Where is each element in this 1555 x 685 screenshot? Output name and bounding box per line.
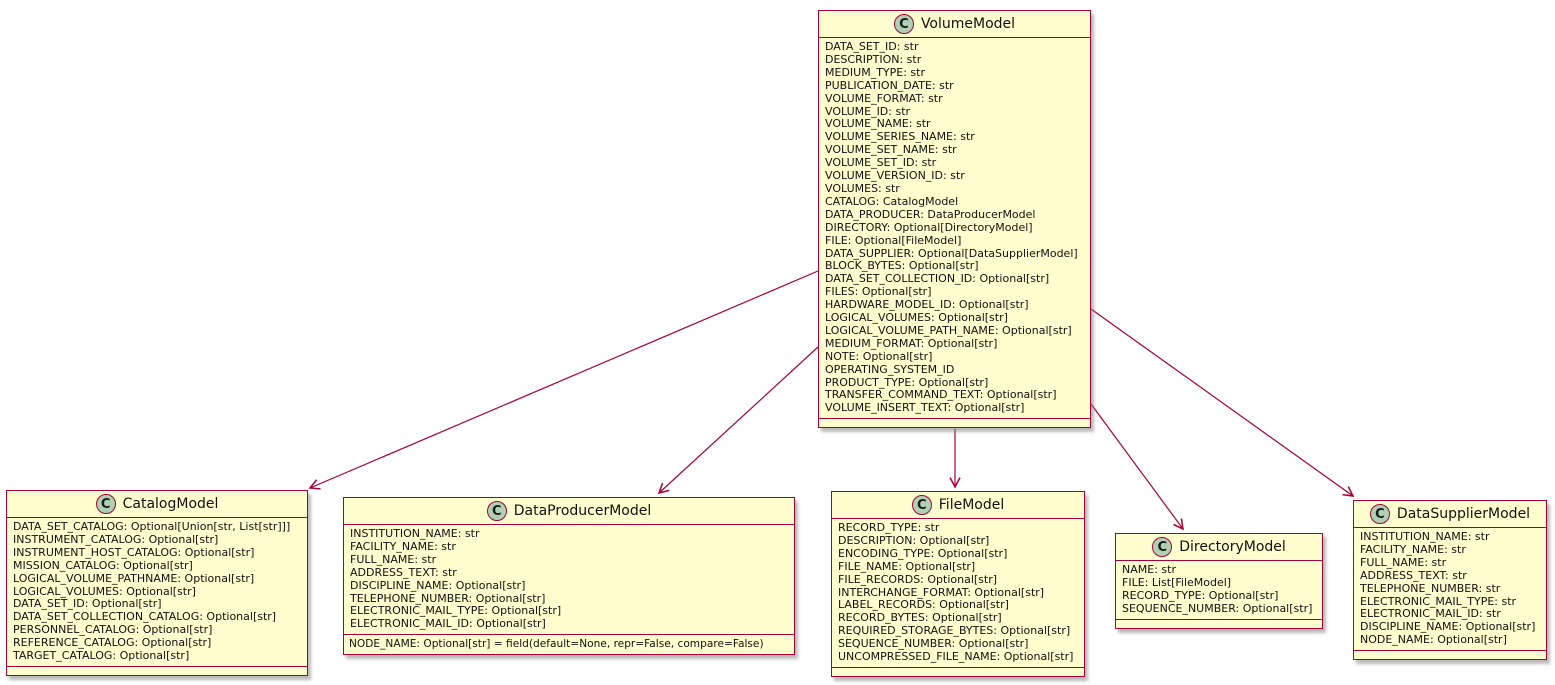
class-attributes: INSTITUTION_NAME: str FACILITY_NAME: str…	[1360, 530, 1536, 647]
class-box-catalogmodel: C CatalogModel DATA_SET_CATALOG: Optiona…	[6, 490, 308, 676]
class-icon: C	[486, 501, 507, 521]
class-box-datasuppliermodel: C DataSupplierModel INSTITUTION_NAME: st…	[1353, 500, 1547, 661]
edge-volumemodel-to-catalogmodel	[308, 270, 819, 490]
class-attributes: RECORD_TYPE: str DESCRIPTION: Optional[s…	[838, 521, 1074, 664]
class-title-directorymodel: C DirectoryModel	[1116, 534, 1322, 561]
class-box-volumemodel: C VolumeModel DATA_SET_ID: str DESCRIPTI…	[818, 10, 1091, 429]
edge-volumemodel-to-datasuppliermodel	[1090, 308, 1355, 497]
edge-volumemodel-to-dataproducermodel	[657, 346, 819, 495]
class-name: DataSupplierModel	[1396, 506, 1531, 522]
class-box-directorymodel: C DirectoryModel NAME: str FILE: List[Fi…	[1115, 533, 1323, 629]
class-title-catalogmodel: C CatalogModel	[7, 491, 307, 518]
class-title-filemodel: C FileModel	[832, 492, 1084, 519]
class-attributes: DATA_SET_ID: str DESCRIPTION: str MEDIUM…	[825, 40, 1078, 415]
class-name: CatalogModel	[122, 496, 219, 512]
class-name: FileModel	[938, 497, 1005, 513]
class-name: DataProducerModel	[513, 503, 652, 519]
class-name: DirectoryModel	[1179, 539, 1286, 555]
class-methods-empty	[819, 418, 1090, 427]
class-methods-empty	[832, 666, 1084, 676]
class-methods-empty	[7, 665, 307, 675]
class-icon: C	[1369, 504, 1390, 524]
class-title-datasuppliermodel: C DataSupplierModel	[1354, 501, 1546, 528]
class-attributes: INSTITUTION_NAME: str FACILITY_NAME: str…	[350, 527, 562, 631]
class-icon: C	[95, 494, 116, 514]
class-icon: C	[1152, 537, 1173, 557]
class-title-dataproducermodel: C DataProducerModel	[344, 498, 794, 525]
class-name: VolumeModel	[920, 16, 1016, 32]
class-attributes: NAME: str FILE: List[FileModel] RECORD_T…	[1122, 563, 1313, 615]
class-title-volumemodel: C VolumeModel	[819, 11, 1090, 38]
class-box-dataproducermodel: C DataProducerModel INSTITUTION_NAME: st…	[343, 497, 795, 656]
class-methods-empty	[1354, 650, 1546, 659]
class-box-filemodel: C FileModel RECORD_TYPE: str DESCRIPTION…	[831, 491, 1085, 677]
edge-volumemodel-to-directorymodel	[1090, 403, 1184, 531]
class-icon: C	[911, 495, 932, 515]
class-fields-compartment: NODE_NAME: Optional[str] = field(default…	[344, 634, 794, 654]
class-attributes: DATA_SET_CATALOG: Optional[Union[str, Li…	[13, 520, 291, 663]
class-icon: C	[893, 14, 914, 34]
class-methods-empty	[1116, 618, 1322, 628]
